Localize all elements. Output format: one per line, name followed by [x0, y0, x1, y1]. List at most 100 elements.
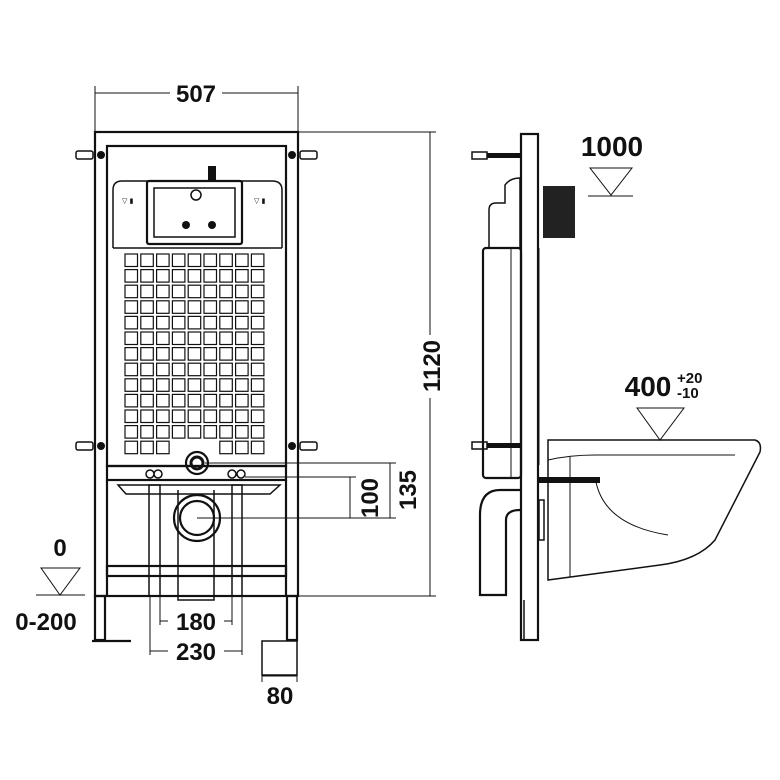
dimension-height: 1120	[298, 131, 446, 597]
grid-cell	[156, 409, 170, 424]
grid-cell	[140, 362, 154, 377]
grid-cell	[140, 253, 154, 268]
grid-cell	[235, 393, 249, 408]
foot-label: 80	[267, 683, 294, 710]
grid-cell	[140, 347, 154, 361]
dimension-drain: 100 135	[197, 462, 422, 519]
dimension-width: 507	[94, 81, 299, 132]
grid-cell	[219, 362, 233, 377]
seat-height-marker: 400 +20 -10	[625, 370, 702, 441]
grid-cell	[187, 331, 202, 346]
grid-cell	[219, 331, 233, 346]
grid-cell	[124, 253, 139, 268]
grid-cell	[187, 425, 202, 439]
grid-cell	[187, 253, 202, 268]
grid-cell	[156, 393, 170, 408]
grid-cell	[156, 440, 170, 455]
grid-cell	[219, 409, 233, 424]
grid-cell	[187, 269, 202, 283]
flush-button-box	[543, 186, 575, 238]
grid-cell	[171, 347, 186, 361]
grid-cell	[140, 315, 154, 330]
tank-grid	[124, 253, 265, 455]
grid-cell	[140, 284, 154, 299]
grid-cell	[235, 315, 249, 330]
level-triangle-icon	[636, 407, 685, 441]
grid-cell	[187, 300, 202, 314]
grid-cell	[156, 269, 170, 283]
grid-cell	[203, 253, 218, 268]
floor-level-marker: 0 0-200	[15, 535, 85, 636]
grid-cell	[203, 284, 218, 299]
grid-cell	[203, 347, 218, 361]
grid-cell	[171, 284, 186, 299]
grid-cell	[250, 269, 265, 283]
grid-cell	[250, 378, 265, 392]
grid-cell	[219, 440, 233, 455]
grid-cell	[250, 331, 265, 346]
side-view	[471, 132, 600, 642]
leg-adjust-label: 0-200	[15, 609, 76, 636]
grid-cell	[171, 300, 186, 314]
cistern-side	[481, 246, 523, 480]
grid-cell	[235, 331, 249, 346]
dimension-spacing: 180 230 80	[149, 596, 298, 710]
svg-text:▽ ▮: ▽ ▮	[254, 197, 266, 205]
grid-cell	[250, 300, 265, 314]
grid-cell	[156, 284, 170, 299]
grid-cell	[235, 253, 249, 268]
grid-cell	[219, 378, 233, 392]
grid-cell	[140, 300, 154, 314]
grid-cell	[140, 409, 154, 424]
grid-cell	[124, 440, 139, 455]
grid-cell	[203, 315, 218, 330]
grid-cell	[203, 425, 218, 439]
grid-cell	[140, 425, 154, 439]
grid-cell	[140, 378, 154, 392]
grid-cell	[219, 425, 233, 439]
grid-cell	[250, 362, 265, 377]
wall-bracket-icon	[75, 150, 318, 451]
grid-cell	[250, 284, 265, 299]
grid-cell	[140, 440, 154, 455]
grid-cell	[250, 409, 265, 424]
frame-side	[519, 132, 540, 642]
grid-cell	[203, 331, 218, 346]
front-frame	[75, 130, 318, 676]
grid-cell	[171, 393, 186, 408]
grid-cell	[203, 393, 218, 408]
grid-cell	[156, 425, 170, 439]
grid-cell	[250, 425, 265, 439]
grid-cell	[124, 362, 139, 377]
grid-cell	[124, 378, 139, 392]
grid-cell	[235, 347, 249, 361]
grid-cell	[187, 409, 202, 424]
grid-cell	[187, 362, 202, 377]
grid-cell	[187, 378, 202, 392]
grid-cell	[171, 253, 186, 268]
seat-tolerance-plus: +20	[677, 370, 702, 387]
grid-cell	[171, 425, 186, 439]
grid-cell	[171, 378, 186, 392]
grid-cell	[203, 378, 218, 392]
seat-height-label: 400	[625, 371, 672, 402]
grid-cell	[219, 347, 233, 361]
grid-cell	[219, 269, 233, 283]
grid-cell	[187, 393, 202, 408]
grid-cell	[156, 331, 170, 346]
grid-cell	[140, 331, 154, 346]
grid-cell	[124, 409, 139, 424]
grid-cell	[250, 315, 265, 330]
grid-cell	[187, 315, 202, 330]
foot-plate	[261, 640, 298, 676]
cistern-top: ▽ ▮ ▽ ▮	[112, 166, 283, 249]
grid-cell	[203, 362, 218, 377]
flush-to-drain-label: 100	[357, 478, 384, 518]
grid-cell	[235, 284, 249, 299]
grid-cell	[171, 409, 186, 424]
grid-cell	[250, 347, 265, 361]
grid-cell	[140, 393, 154, 408]
grid-cell	[250, 393, 265, 408]
grid-cell	[124, 315, 139, 330]
